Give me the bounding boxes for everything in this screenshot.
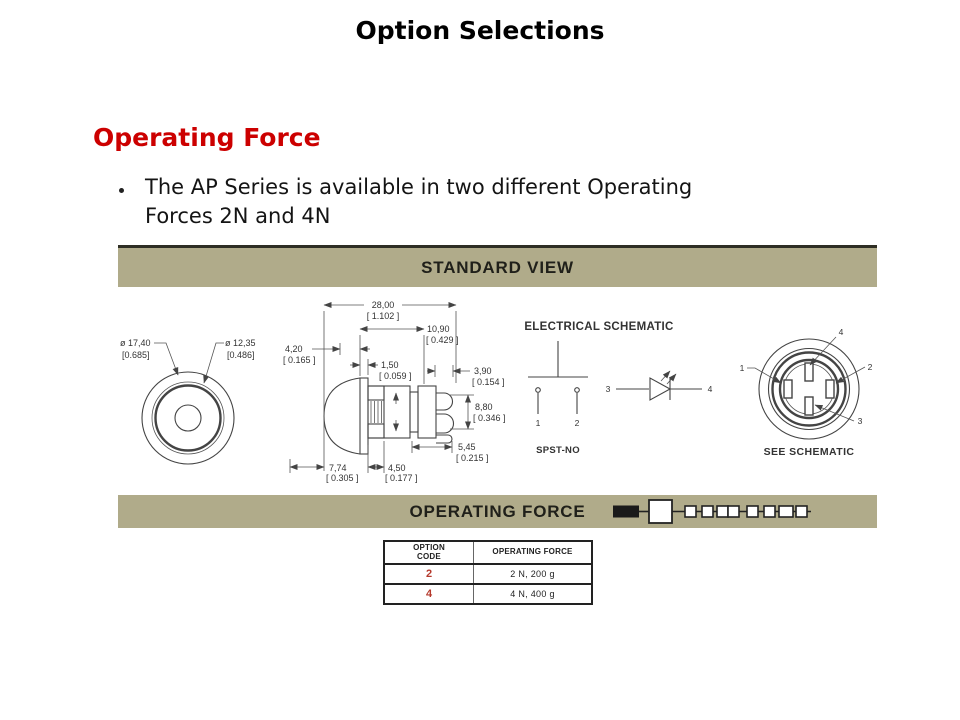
- led-symbol: 3 4: [606, 370, 713, 401]
- dim-7-74-mm: 7,74: [329, 463, 347, 473]
- force-value: 2 N, 200 g: [510, 569, 555, 579]
- switch-pin-2: 2: [575, 418, 580, 428]
- front-outer-dia-in: [0.685]: [122, 350, 150, 360]
- standard-view-label: STANDARD VIEW: [421, 258, 574, 277]
- dim-10-90-mm: 10,90: [427, 324, 450, 334]
- front-outer-dia-mm: ø 17,40: [120, 338, 151, 348]
- drawing-canvas: ø 17,40 [0.685] ø 12,35 [0.486]: [120, 300, 873, 483]
- rear-pin-1: 1: [740, 363, 745, 373]
- technical-drawing: ø 17,40 [0.685] ø 12,35 [0.486]: [118, 283, 878, 493]
- schematic-title: ELECTRICAL SCHEMATIC: [524, 321, 673, 333]
- option-code-value: 2: [425, 568, 433, 580]
- bullet-line-1: The AP Series is available in two differ…: [145, 175, 693, 199]
- dim-4-50-in: [ 0.177 ]: [385, 473, 418, 483]
- bullet-marker: [119, 188, 124, 193]
- dim-4-50-mm: 4,50: [388, 463, 406, 473]
- operating-force-label: OPERATING FORCE: [409, 502, 586, 521]
- force-value: 4 N, 400 g: [510, 589, 555, 599]
- led-pin-3: 3: [606, 384, 611, 394]
- code-position-boxes-icon: [684, 505, 808, 518]
- standard-view-header: STANDARD VIEW: [118, 245, 877, 287]
- option-position-box-icon: [648, 499, 673, 524]
- dim-3-90-in: [ 0.154 ]: [472, 377, 505, 387]
- dim-3-90-mm: 3,90: [474, 366, 492, 376]
- dim-8-80-mm: 8,80: [475, 402, 493, 412]
- dim-7-74-in: [ 0.305 ]: [326, 473, 359, 483]
- dim-1-50-mm: 1,50: [381, 360, 399, 370]
- side-view: 28,00 [ 1.102 ] 10,90 [ 0.429 ] 4,20 [ 0…: [283, 300, 506, 483]
- table-row: 4 4 N, 400 g: [385, 583, 591, 603]
- series-box-icon: [613, 505, 639, 518]
- dim-8-80-in: [ 0.346 ]: [473, 413, 506, 423]
- dim-28-00-in: [ 1.102 ]: [367, 311, 400, 321]
- front-button-dia-in: [0.486]: [227, 350, 255, 360]
- table-row: 2 2 N, 200 g: [385, 565, 591, 583]
- switch-type-label: SPST-NO: [536, 445, 580, 456]
- dim-1-50-in: [ 0.059 ]: [379, 371, 412, 381]
- section-heading: Operating Force: [93, 123, 321, 152]
- part-number-position-indicator: [613, 499, 811, 524]
- electrical-schematic: ELECTRICAL SCHEMATIC 1 2 SPST-NO 3 4: [524, 321, 712, 456]
- option-code-value: 4: [425, 588, 433, 600]
- option-table: OPTION CODE OPERATING FORCE 2 2 N, 200 g…: [383, 540, 593, 605]
- bullet-line-2: Forces 2N and 4N: [145, 204, 331, 228]
- dim-28-00-mm: 28,00: [372, 300, 395, 310]
- dim-4-20-in: [ 0.165 ]: [283, 355, 316, 365]
- dim-5-45-mm: 5,45: [458, 442, 476, 452]
- front-view: ø 17,40 [0.685] ø 12,35 [0.486]: [120, 338, 256, 465]
- see-schematic-label: SEE SCHEMATIC: [764, 446, 855, 458]
- rear-view: 1 2 4 3 SEE SCHEMATIC: [740, 327, 873, 458]
- operating-force-header-cell: OPERATING FORCE: [492, 547, 573, 557]
- rear-pin-4: 4: [839, 327, 844, 337]
- bullet-item: The AP Series is available in two differ…: [145, 173, 805, 231]
- rear-pin-2: 2: [868, 362, 873, 372]
- rear-pin-3: 3: [858, 416, 863, 426]
- led-pin-4: 4: [708, 384, 713, 394]
- operating-force-header: OPERATING FORCE: [118, 495, 877, 528]
- switch-pin-1: 1: [536, 418, 541, 428]
- page-title: Option Selections: [355, 16, 605, 45]
- dim-4-20-mm: 4,20: [285, 344, 303, 354]
- option-table-header: OPTION CODE OPERATING FORCE: [385, 542, 591, 565]
- option-code-header: OPTION CODE: [385, 542, 474, 563]
- dim-10-90-in: [ 0.429 ]: [426, 335, 459, 345]
- dim-5-45-in: [ 0.215 ]: [456, 453, 489, 463]
- front-button-dia-mm: ø 12,35: [225, 338, 256, 348]
